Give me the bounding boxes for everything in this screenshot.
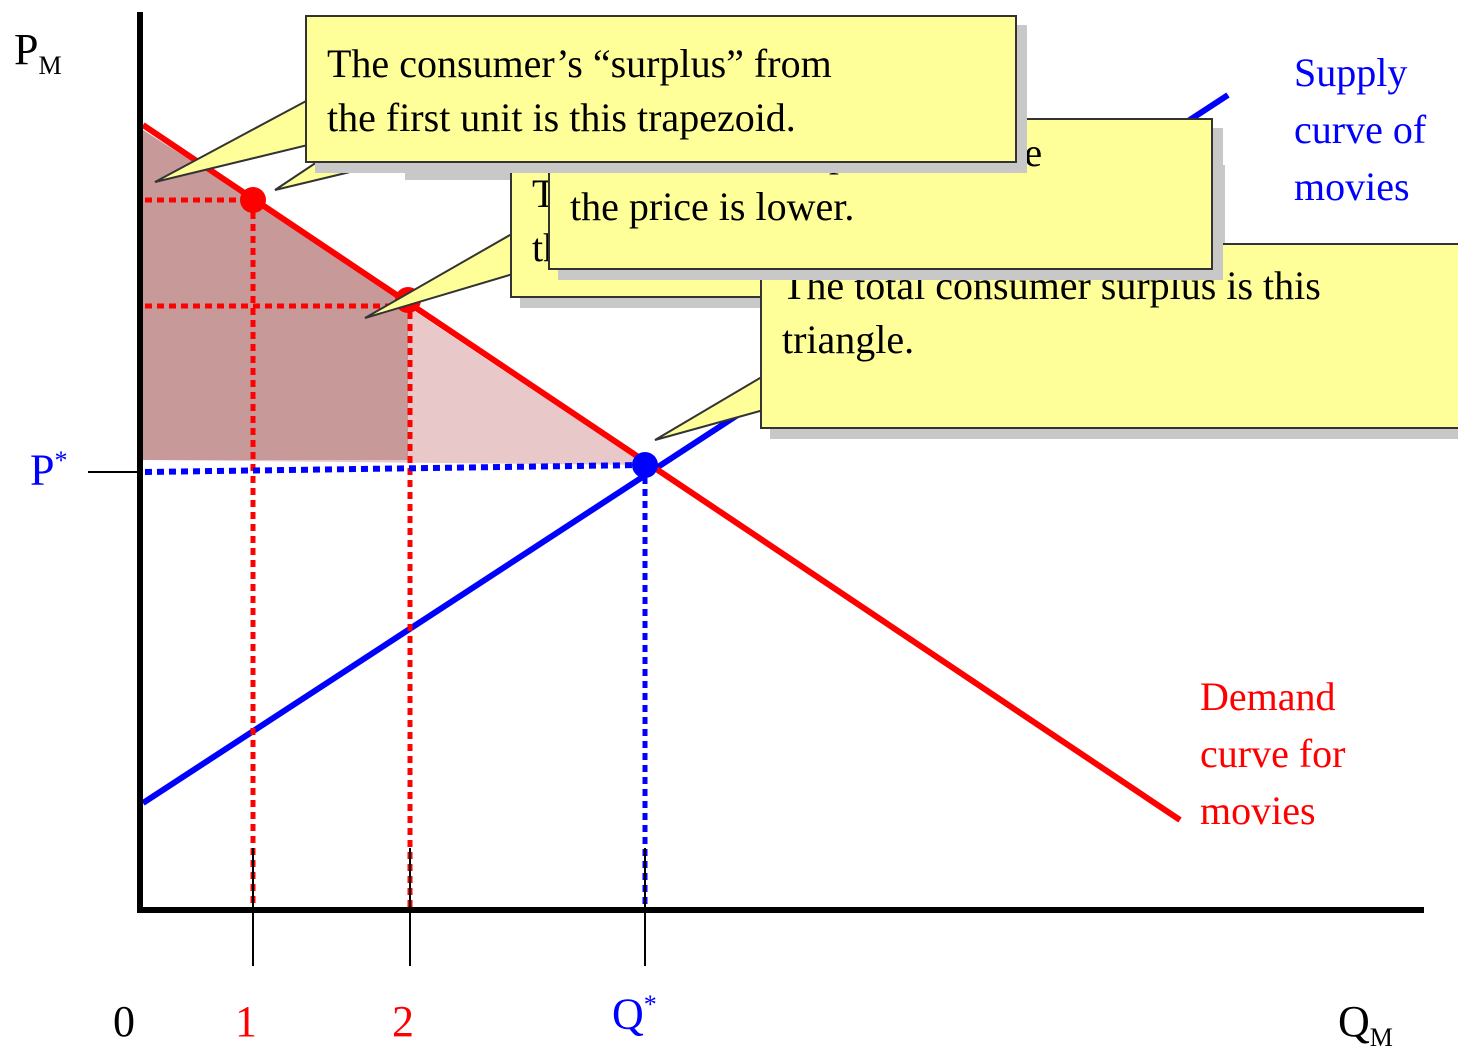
x-axis-label: QM: [1338, 997, 1393, 1052]
y-axis-label: PM: [14, 25, 62, 80]
qstar-label: Q*: [612, 989, 657, 1039]
first-unit-callout: The consumer’s “surplus” from the first …: [305, 15, 1017, 163]
total-surplus-callout: The total consumer surplus is this trian…: [760, 243, 1458, 429]
unit1-point: [240, 187, 266, 213]
pstar-guide: [144, 462, 646, 475]
demand-curve: [141, 122, 1182, 823]
tick-2-label: 2: [392, 997, 414, 1046]
origin-label: 0: [113, 997, 135, 1046]
first-unit-trapezoid: [143, 130, 408, 460]
first-callout-pointer-a: [154, 98, 309, 183]
tick-1-label: 1: [235, 997, 257, 1046]
pstar-label: P*: [30, 445, 68, 495]
equilibrium-point: [632, 452, 658, 478]
